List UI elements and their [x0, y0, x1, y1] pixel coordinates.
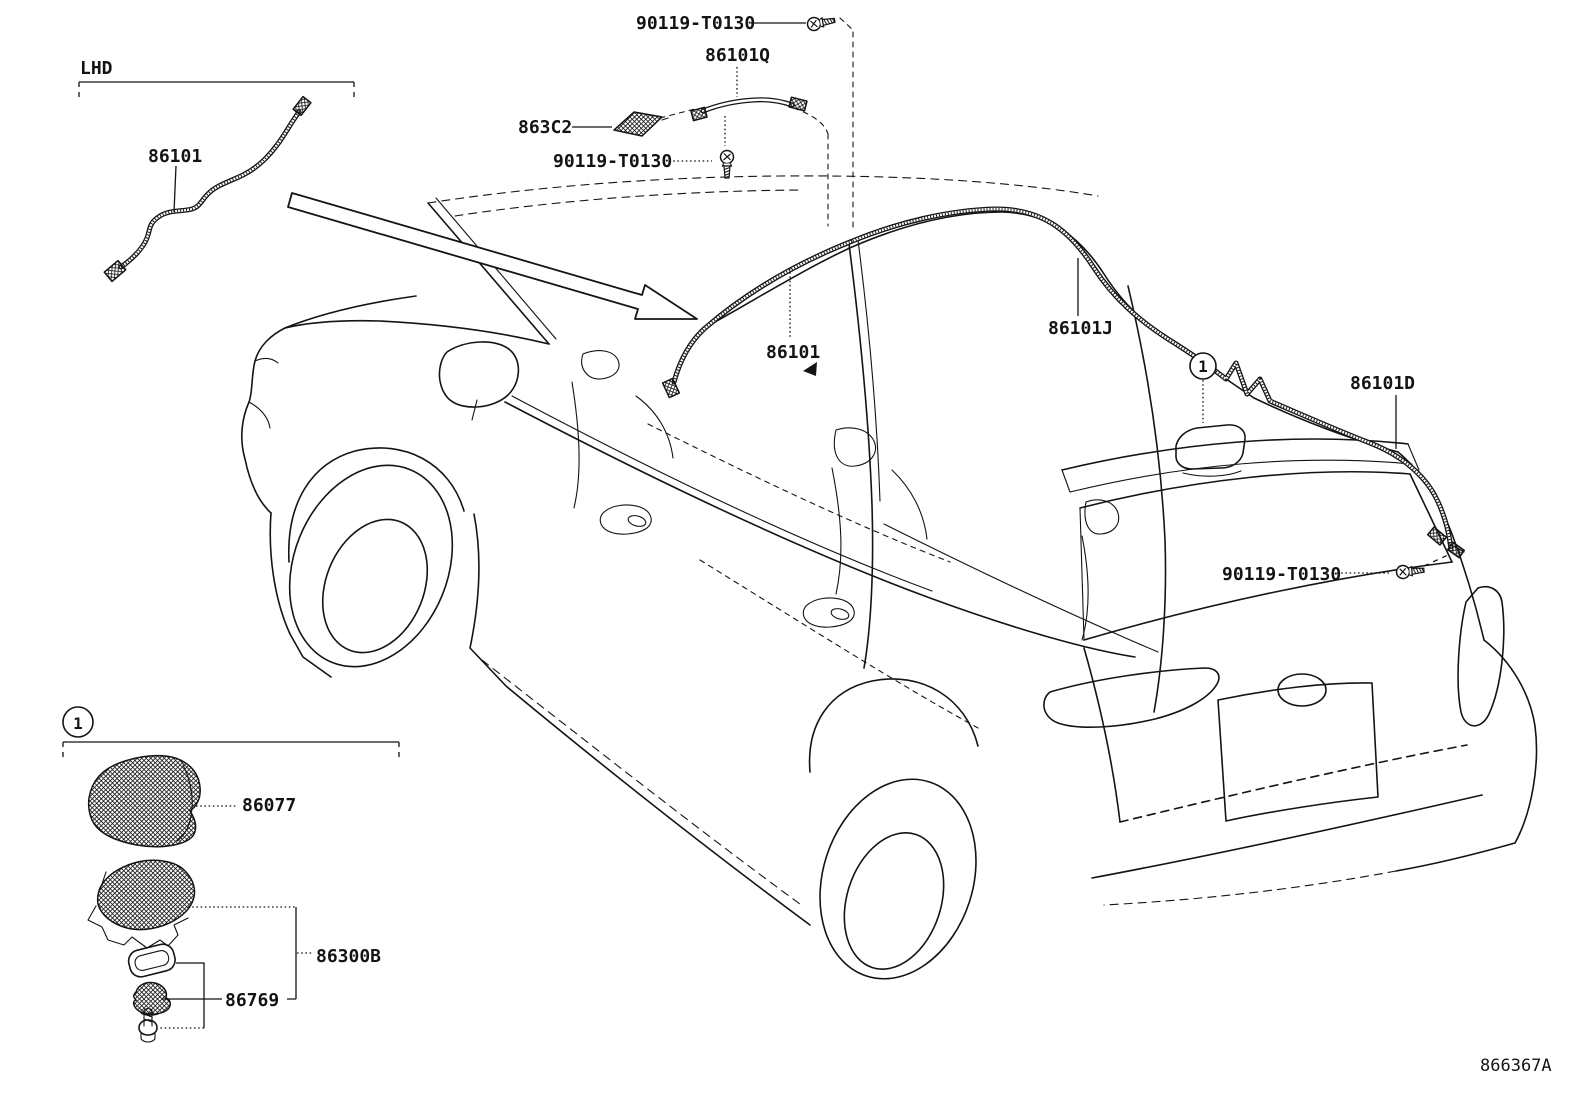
callout-1-detail[interactable] [62, 706, 94, 738]
vehicle-outline [240, 175, 1538, 980]
antenna-gasket [127, 943, 176, 978]
diagram-code: 866367A [1480, 1056, 1552, 1076]
part-label-amplifier[interactable]: 863C2 [518, 117, 572, 138]
cord-connector [103, 259, 127, 283]
callout-1-roof-number[interactable]: 1 [1198, 357, 1208, 376]
roof-feeder-cord [847, 206, 1466, 559]
part-label-antenna-nut[interactable]: 86769 [225, 990, 279, 1011]
part-label-cord-lhd[interactable]: 86101 [148, 146, 202, 167]
cord-connector [788, 96, 808, 112]
part-label-antenna-cover[interactable]: 86077 [242, 795, 296, 816]
antenna-bolt [138, 1007, 158, 1043]
antenna-cord-lhd [103, 95, 312, 283]
part-label-screw-rear[interactable]: 90119-T0130 [1222, 564, 1341, 585]
variant-label: LHD [80, 58, 113, 79]
screw-icon [719, 149, 735, 179]
cord-connector [292, 95, 312, 117]
pointer-arrowhead [803, 362, 817, 376]
tail-lamp-left [1043, 667, 1220, 729]
antenna-assembly-86300b [87, 859, 196, 949]
emblem [1277, 673, 1327, 707]
callout-1-roof[interactable] [1189, 352, 1217, 380]
cord-connector [1426, 526, 1448, 546]
cord-connector [690, 106, 708, 122]
antenna-cover-86077 [87, 754, 201, 848]
callout-lines [62, 22, 1449, 1029]
part-label-cord-main[interactable]: 86101 [766, 342, 820, 363]
front-wheel [288, 464, 454, 668]
antenna-cord-sub-assy [659, 17, 854, 231]
part-label-antenna-assembly[interactable]: 86300B [316, 946, 381, 967]
part-label-cord-sub-assy[interactable]: 86101Q [705, 45, 770, 66]
cabin-feeder-cord [661, 239, 853, 399]
routing-arrow [287, 192, 698, 320]
rear-wheel [819, 778, 977, 980]
tail-lamp-right [1457, 586, 1505, 727]
part-label-cord-rear[interactable]: 86101D [1350, 373, 1415, 394]
screw-icon [805, 13, 837, 33]
cord-connector [1446, 541, 1466, 559]
license-plate-recess [1217, 682, 1379, 822]
cord-connector [661, 377, 681, 399]
part-label-screw-top[interactable]: 90119-T0130 [636, 13, 755, 34]
part-label-cord-roof[interactable]: 86101J [1048, 318, 1113, 339]
callout-1-detail-number[interactable]: 1 [73, 714, 83, 733]
door-mirror [438, 341, 520, 408]
antenna-nut [132, 981, 171, 1016]
amplifier-863c2 [613, 111, 669, 137]
interior-details [438, 341, 1159, 729]
part-label-screw-mid[interactable]: 90119-T0130 [553, 151, 672, 172]
roof-antenna-base [1175, 424, 1246, 477]
